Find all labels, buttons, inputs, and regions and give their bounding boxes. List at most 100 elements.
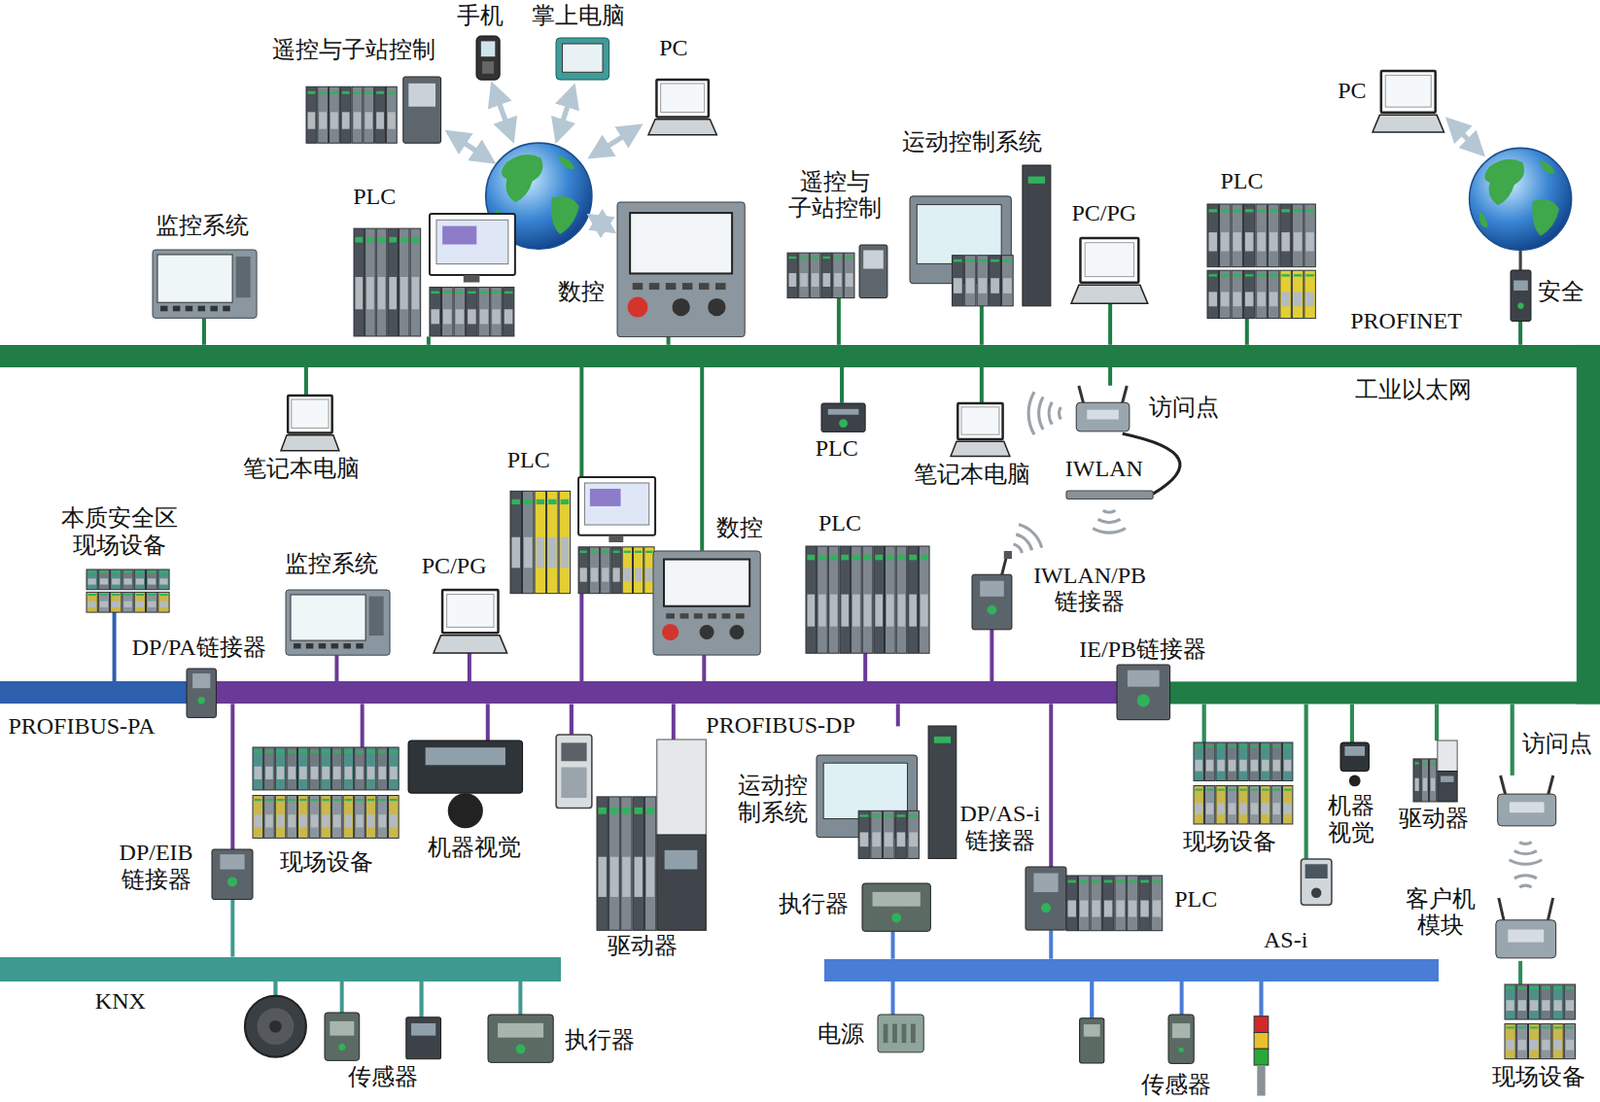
radio-waves <box>1519 885 1532 888</box>
device-icon <box>787 244 888 299</box>
icon-part <box>1220 232 1229 251</box>
icon-part <box>299 815 308 829</box>
icon-part <box>1349 775 1361 788</box>
icon-part <box>665 613 675 619</box>
network-device: 遥控与 子站控制 <box>787 244 888 299</box>
profinet-bus-segment <box>1576 345 1600 705</box>
icon-part <box>1565 1040 1574 1051</box>
icon-part <box>841 593 850 627</box>
icon-part <box>1552 984 1564 1020</box>
icon-part <box>322 751 331 754</box>
icon-part <box>1305 291 1314 307</box>
icon-part <box>333 815 342 829</box>
network-device: 遥控与子站控制 <box>306 76 442 143</box>
icon-part <box>389 799 398 801</box>
icon-part <box>1216 786 1226 825</box>
device-label: 传感器 <box>347 1064 418 1092</box>
network-device: DP/EIB 链接器 <box>211 849 253 900</box>
device-label: 遥控与子站控制 <box>272 37 436 66</box>
icon-part <box>1208 291 1217 307</box>
network-device: PC/PG <box>433 590 508 654</box>
icon-part <box>210 306 218 313</box>
icon-part <box>1517 1024 1529 1060</box>
icon-part <box>447 593 494 627</box>
network-device: 掌上电脑 <box>556 37 610 80</box>
icon-part <box>634 568 642 583</box>
icon-part <box>1195 760 1203 772</box>
icon-part <box>1269 232 1278 251</box>
icon-part <box>1496 794 1556 827</box>
device-icon <box>1168 1014 1194 1064</box>
device-icon <box>1116 664 1171 721</box>
icon-part <box>590 488 622 507</box>
bus-drop <box>1108 367 1113 386</box>
icon-part <box>1239 760 1247 772</box>
device-label: IE/PB链接器 <box>1078 636 1207 664</box>
icon-part <box>1028 176 1045 184</box>
icon-part <box>388 747 400 791</box>
icon-part <box>562 43 603 72</box>
icon-part <box>330 643 338 649</box>
icon-part <box>1239 802 1247 815</box>
icon-part <box>624 551 631 554</box>
icon-part <box>111 570 120 573</box>
icon-part <box>546 491 558 594</box>
icon-part <box>379 751 387 754</box>
icon-part <box>1067 879 1076 883</box>
unlabeled-device <box>1300 859 1331 905</box>
icon-part <box>1256 274 1265 277</box>
icon-part <box>859 815 869 818</box>
icon-part <box>919 546 931 654</box>
icon-part <box>829 546 840 654</box>
icon-part <box>852 593 861 627</box>
iwlan-cable <box>1066 490 1153 499</box>
icon-part <box>355 277 364 310</box>
icon-part <box>1228 802 1236 815</box>
icon-part <box>862 883 931 932</box>
device-label: PC <box>1337 78 1366 106</box>
icon-part <box>872 892 921 907</box>
icon-part <box>1529 1024 1540 1060</box>
icon-part <box>503 287 516 337</box>
icon-part <box>1238 742 1249 781</box>
icon-part <box>807 593 816 627</box>
icon-part <box>99 591 110 613</box>
icon-part <box>845 256 854 259</box>
network-device: 机器视觉 <box>408 740 523 829</box>
internet-arrow <box>591 216 613 232</box>
icon-part <box>173 306 180 313</box>
icon-part <box>1552 1024 1564 1060</box>
icon-part <box>1414 763 1419 766</box>
icon-part <box>220 855 245 870</box>
unlabeled-device <box>1079 1018 1105 1064</box>
icon-part <box>1267 204 1279 268</box>
bus-drop <box>486 703 490 741</box>
bus-drop <box>863 653 868 682</box>
icon-part <box>377 747 388 791</box>
icon-part <box>1260 742 1271 781</box>
icon-part <box>1284 802 1291 815</box>
icon-part <box>1251 760 1258 772</box>
icon-part <box>1281 291 1289 307</box>
icon-part <box>299 766 308 780</box>
icon-part <box>389 237 398 244</box>
icon-part <box>1413 759 1421 802</box>
network-device: IE/PB链接器 <box>1116 664 1171 721</box>
icon-part <box>192 673 210 689</box>
icon-part <box>146 569 158 591</box>
icon-part <box>1245 291 1253 307</box>
device-label: 笔记本电脑 <box>913 461 1031 489</box>
icon-part <box>134 591 145 613</box>
icon-part <box>608 797 620 931</box>
icon-part <box>1273 802 1281 815</box>
icon-part <box>376 229 387 338</box>
icon-part <box>317 86 329 143</box>
network-device: PLC <box>821 403 866 432</box>
icon-part <box>389 751 398 754</box>
icon-part <box>1206 760 1214 772</box>
icon-part <box>1517 303 1524 310</box>
icon-part <box>1269 208 1278 212</box>
device-icon <box>1372 70 1444 133</box>
unlabeled-device <box>406 1017 442 1060</box>
